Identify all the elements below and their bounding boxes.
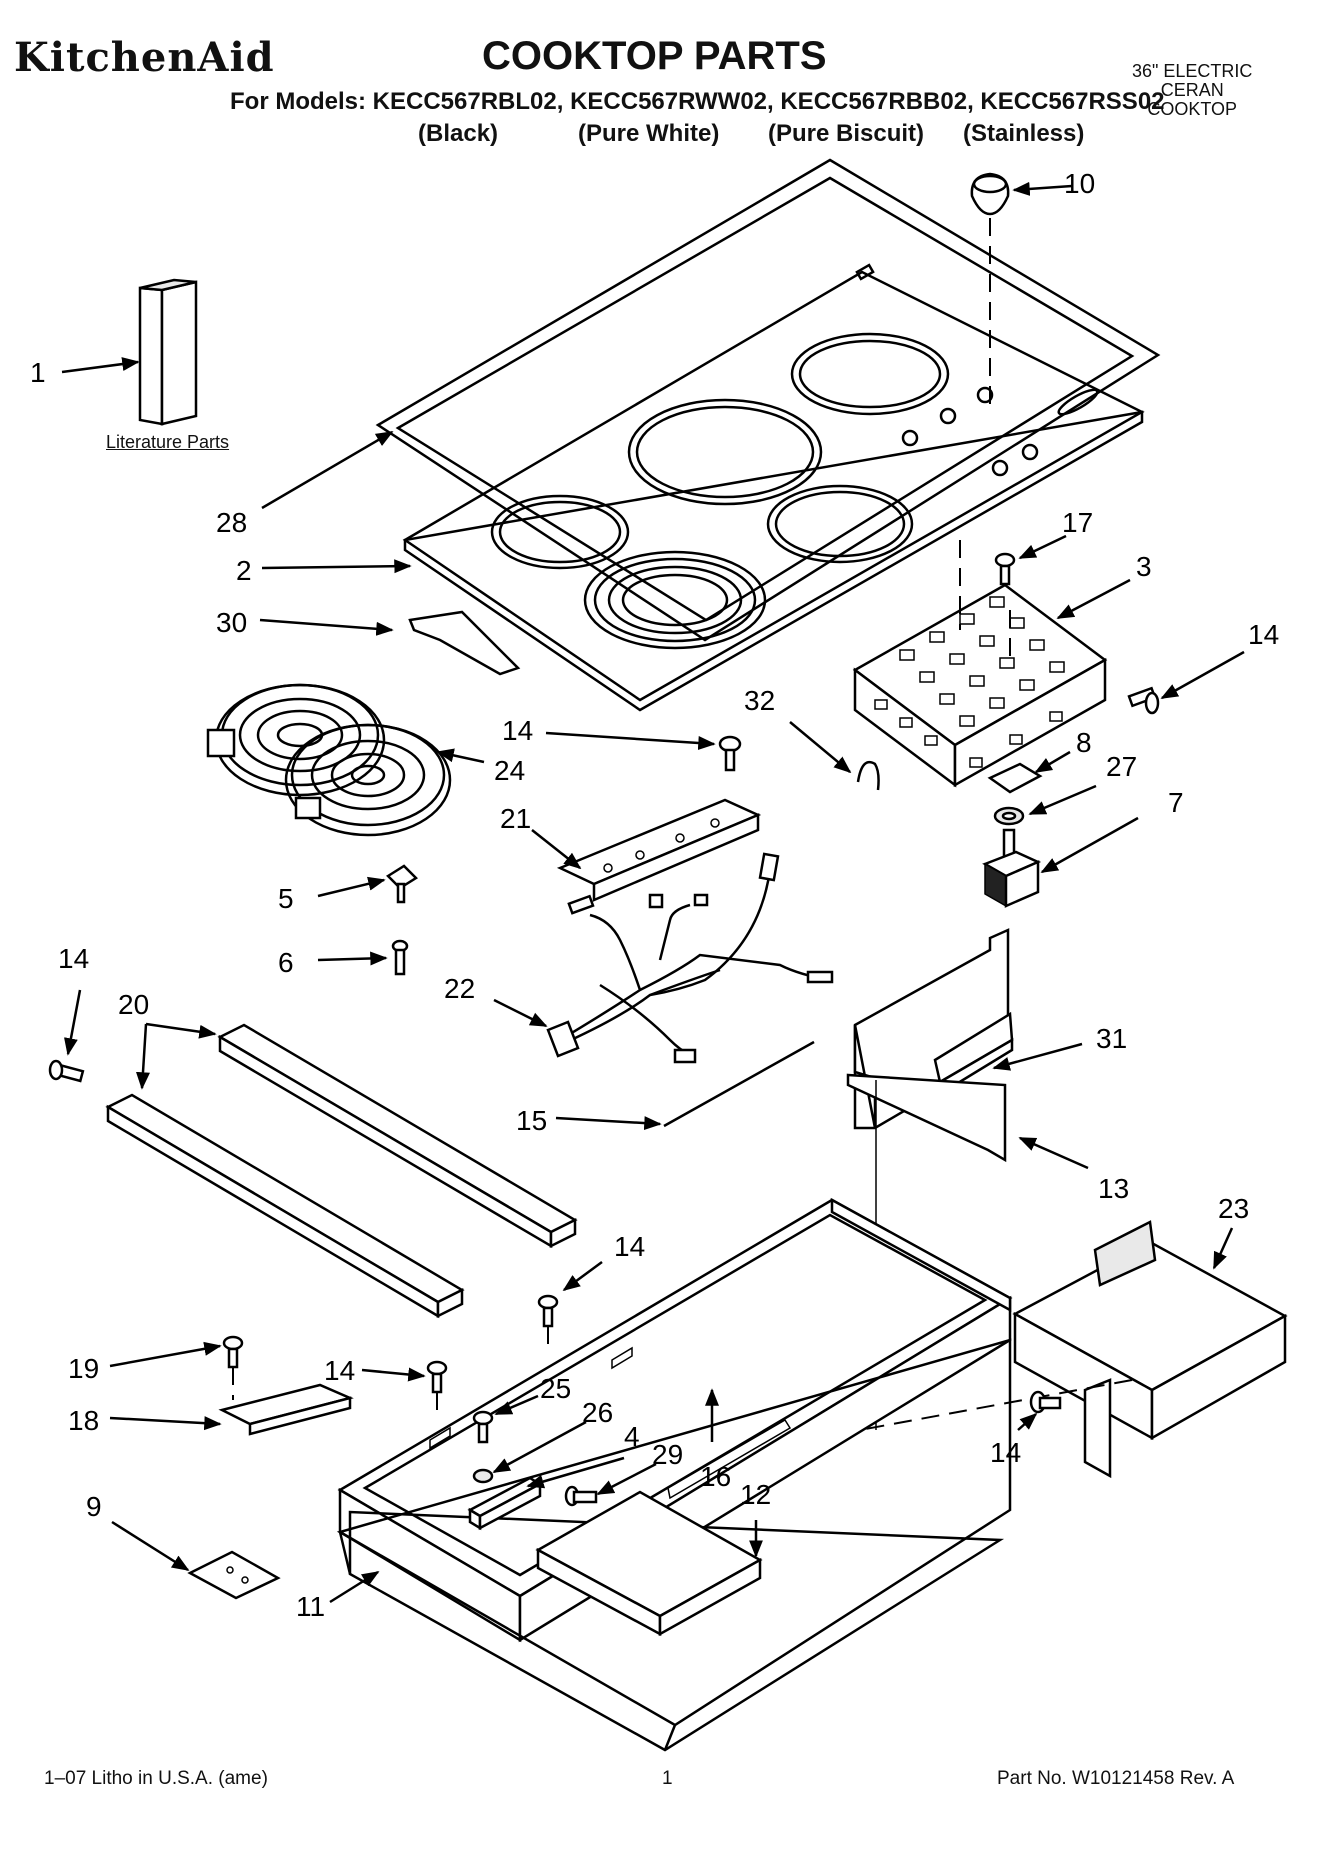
callout-12: 12 <box>740 1479 771 1510</box>
callout-2: 2 <box>236 555 252 586</box>
side-rail-upper <box>217 1023 578 1249</box>
callout-14-top: 14 <box>502 715 533 746</box>
callout-32: 32 <box>744 685 775 716</box>
plate-9 <box>187 1550 281 1600</box>
callout-22: 22 <box>444 973 475 1004</box>
callout-14-left: 14 <box>58 943 89 974</box>
nut-26 <box>472 1468 494 1484</box>
callout-13: 13 <box>1098 1173 1129 1204</box>
literature-caption: Literature Parts <box>106 432 230 452</box>
side-rail-lower <box>105 1093 465 1319</box>
callout-8: 8 <box>1076 727 1092 758</box>
callout-labels: 1 28 2 30 24 10 17 3 14 32 14 21 8 27 7 … <box>30 168 1279 1622</box>
callout-14-base: 14 <box>614 1231 645 1262</box>
callout-26: 26 <box>582 1397 613 1428</box>
side-panel-13 <box>846 1073 1007 1163</box>
terminal-box <box>1012 1220 1288 1479</box>
callout-20: 20 <box>118 989 149 1020</box>
mounting-bracket-21 <box>556 798 762 902</box>
brand-logo: KitchenAid <box>14 34 275 81</box>
leader-lines <box>61 181 1245 1604</box>
litho-note: 1–07 Litho in U.S.A. (ame) <box>44 1768 268 1789</box>
infinite-switch <box>982 828 1042 908</box>
callout-31: 31 <box>1096 1023 1127 1054</box>
callout-28: 28 <box>216 507 247 538</box>
screw-14-left <box>48 1059 85 1083</box>
screw-14-top <box>718 735 742 772</box>
switch-plate <box>987 762 1043 794</box>
screw-14-base <box>537 1294 559 1328</box>
finish-black: (Black) <box>418 120 499 147</box>
callout-1: 1 <box>30 357 46 388</box>
callout-18: 18 <box>68 1405 99 1436</box>
part-number: Part No. W10121458 Rev. A <box>997 1768 1235 1789</box>
callout-17: 17 <box>1062 507 1093 538</box>
callout-10: 10 <box>1064 168 1095 199</box>
control-knob <box>970 172 1010 216</box>
page-title: COOKTOP PARTS <box>482 34 827 78</box>
finish-pure-white: (Pure White) <box>578 120 720 147</box>
screw-25 <box>472 1410 494 1444</box>
screw-29 <box>564 1485 598 1507</box>
callout-23: 23 <box>1218 1193 1249 1224</box>
callout-3: 3 <box>1136 551 1152 582</box>
callout-14-right: 14 <box>1248 619 1279 650</box>
ignition-rod <box>663 1040 815 1128</box>
bracket-18 <box>218 1383 354 1436</box>
callout-30: 30 <box>216 607 247 638</box>
model-list: For Models: KECC567RBL02, KECC567RWW02, … <box>230 88 1165 115</box>
clip-5 <box>386 864 418 904</box>
finish-stainless: (Stainless) <box>963 120 1085 147</box>
callout-14-terminal: 14 <box>990 1437 1021 1468</box>
callout-15: 15 <box>516 1105 547 1136</box>
callout-6: 6 <box>278 947 294 978</box>
screw-14-mid <box>426 1360 448 1394</box>
callout-29: 29 <box>652 1439 683 1470</box>
callout-14-mid: 14 <box>324 1355 355 1386</box>
bracket-12 <box>535 1490 763 1637</box>
callout-19: 19 <box>68 1353 99 1384</box>
callout-9: 9 <box>86 1491 102 1522</box>
glass-cooktop <box>402 263 1145 712</box>
callout-21: 21 <box>500 803 531 834</box>
literature-book <box>138 278 198 426</box>
page-number: 1 <box>662 1768 673 1789</box>
trim-frame <box>375 158 1161 642</box>
callout-4: 4 <box>624 1421 640 1452</box>
radiant-elements <box>206 683 452 837</box>
callout-7: 7 <box>1168 787 1184 818</box>
screw-14-right <box>1127 686 1160 715</box>
control-bracket <box>852 583 1108 788</box>
wire-harness <box>546 852 834 1064</box>
screw-6 <box>391 939 409 976</box>
wire-hook <box>856 760 880 791</box>
screw-19 <box>222 1335 244 1369</box>
callout-27: 27 <box>1106 751 1137 782</box>
product-type: 36" ELECTRIC CERAN COOKTOP <box>1132 61 1253 119</box>
spring-clip <box>408 610 521 676</box>
callout-25: 25 <box>540 1373 571 1404</box>
callout-11: 11 <box>296 1591 325 1622</box>
screw-17 <box>994 552 1016 586</box>
callout-16: 16 <box>700 1461 731 1492</box>
finish-pure-biscuit: (Pure Biscuit) <box>768 120 925 147</box>
screw-14-terminal <box>1029 1390 1062 1414</box>
callout-24: 24 <box>494 755 525 786</box>
callout-5: 5 <box>278 883 294 914</box>
